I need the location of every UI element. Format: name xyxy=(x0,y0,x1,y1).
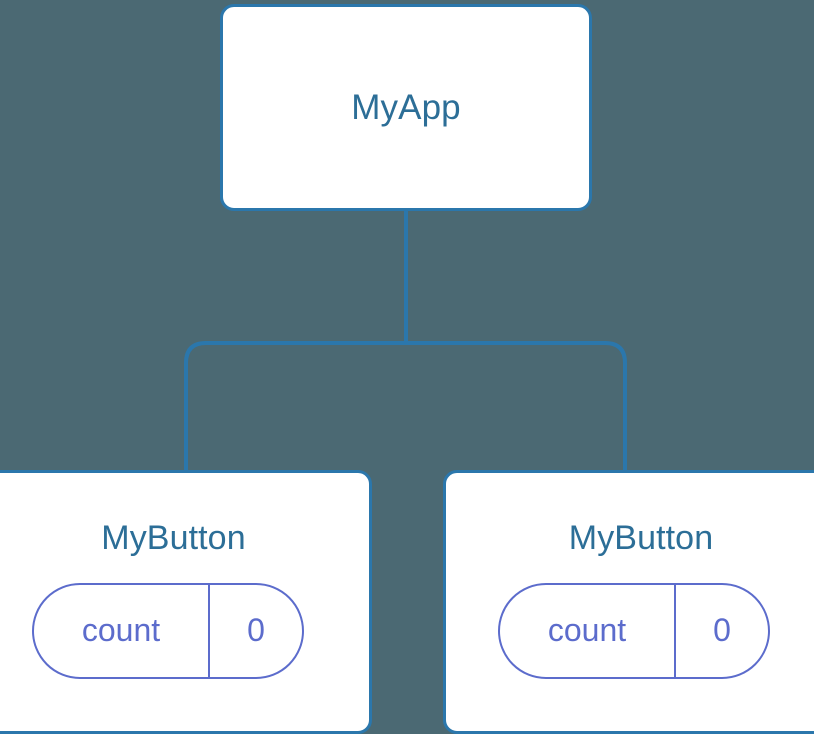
node-card-mybutton-left[interactable]: MyButton count 0 xyxy=(0,470,372,734)
node-card-myapp[interactable]: MyApp xyxy=(220,4,592,211)
node-title-mybutton-right: MyButton xyxy=(568,519,714,557)
state-value-right: 0 xyxy=(713,612,731,648)
node-title-myapp: MyApp xyxy=(351,88,461,127)
connector-branch-right xyxy=(406,341,627,472)
node-card-mybutton-right[interactable]: MyButton count 0 xyxy=(443,470,814,734)
node-title-mybutton-left: MyButton xyxy=(101,519,246,557)
state-pill-right[interactable]: count 0 xyxy=(498,583,770,679)
state-key-left: count xyxy=(34,585,210,677)
connector-branch-left xyxy=(184,341,406,472)
state-pill-left[interactable]: count 0 xyxy=(32,583,304,679)
state-key-right: count xyxy=(500,585,676,677)
state-value-left: 0 xyxy=(247,612,265,648)
